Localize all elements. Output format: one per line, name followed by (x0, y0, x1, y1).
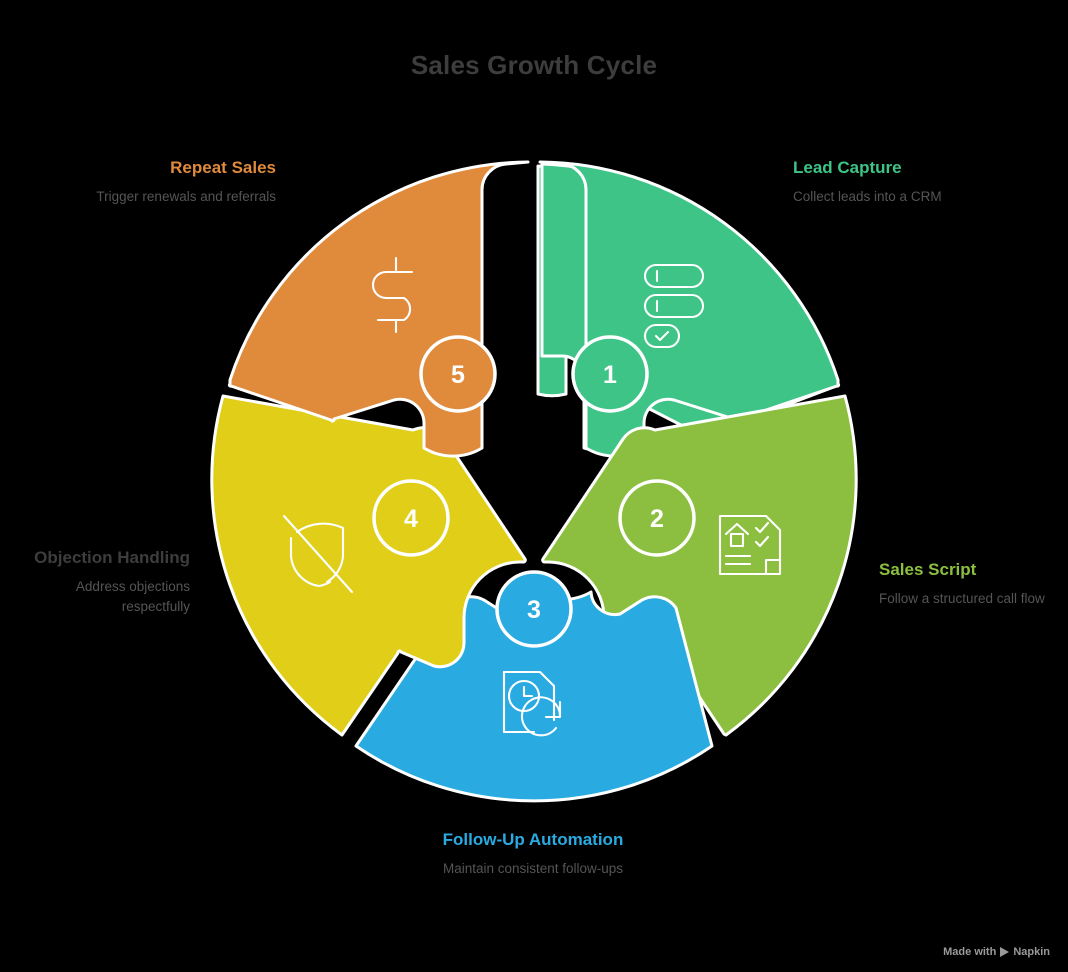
segment-objection-handling[interactable] (210, 394, 527, 737)
label-objection-handling: Objection Handling Address objections re… (18, 547, 190, 616)
badge-2-number: 2 (650, 505, 664, 533)
document-clock-refresh-icon (502, 670, 562, 737)
badge-2-circle[interactable] (618, 479, 696, 557)
watermark-prefix: Made with (943, 946, 997, 958)
label-followup-automation: Follow-Up Automation Maintain consistent… (433, 829, 633, 879)
badge-2[interactable]: 2 (618, 479, 696, 557)
form-checklist-icon (643, 263, 705, 349)
badge-1-circle[interactable] (571, 335, 649, 413)
label-lead-capture: Lead Capture Collect leads into a CRM (793, 157, 1013, 207)
label-repeat-sales-desc: Trigger renewals and referrals (96, 188, 276, 204)
badge-4-number: 4 (404, 505, 418, 533)
badge-1-number: 1 (603, 361, 617, 389)
label-lead-capture-desc: Collect leads into a CRM (793, 188, 942, 204)
shield-off-icon (282, 514, 354, 594)
badge-3[interactable]: 3 (495, 570, 573, 648)
badge-4[interactable]: 4 (372, 479, 450, 557)
label-followup-automation-desc: Maintain consistent follow-ups (442, 860, 624, 876)
document-checklist-icon (718, 514, 782, 576)
segment-objection-handling-wedge[interactable] (210, 394, 527, 737)
badge-1[interactable]: 1 (571, 335, 649, 413)
page-title: Sales Growth Cycle (410, 50, 658, 80)
label-objection-handling-title: Objection Handling (34, 548, 190, 567)
badge-3-circle[interactable] (495, 570, 573, 648)
badge-5-number: 5 (451, 361, 465, 389)
sales-growth-cycle-wheel: 1 2 3 4 5 (210, 160, 858, 803)
label-lead-capture-title: Lead Capture (793, 158, 902, 177)
watermark-brand: Napkin (1013, 946, 1050, 958)
label-repeat-sales: Repeat Sales Trigger renewals and referr… (60, 157, 276, 207)
label-sales-script-title: Sales Script (879, 560, 977, 579)
label-objection-handling-desc: Address objections respectfully (75, 578, 190, 614)
label-sales-script: Sales Script Follow a structured call fl… (879, 559, 1059, 609)
dollar-sign-icon (371, 256, 414, 334)
label-sales-script-desc: Follow a structured call flow (879, 590, 1045, 606)
label-followup-automation-title: Follow-Up Automation (442, 830, 624, 849)
napkin-watermark: Made with Napkin (943, 946, 1050, 958)
badge-3-number: 3 (527, 596, 541, 624)
badge-5-circle[interactable] (419, 335, 497, 413)
napkin-logo-icon (1000, 947, 1010, 957)
badge-5[interactable]: 5 (419, 335, 497, 413)
badge-4-circle[interactable] (372, 479, 450, 557)
label-repeat-sales-title: Repeat Sales (170, 158, 276, 177)
